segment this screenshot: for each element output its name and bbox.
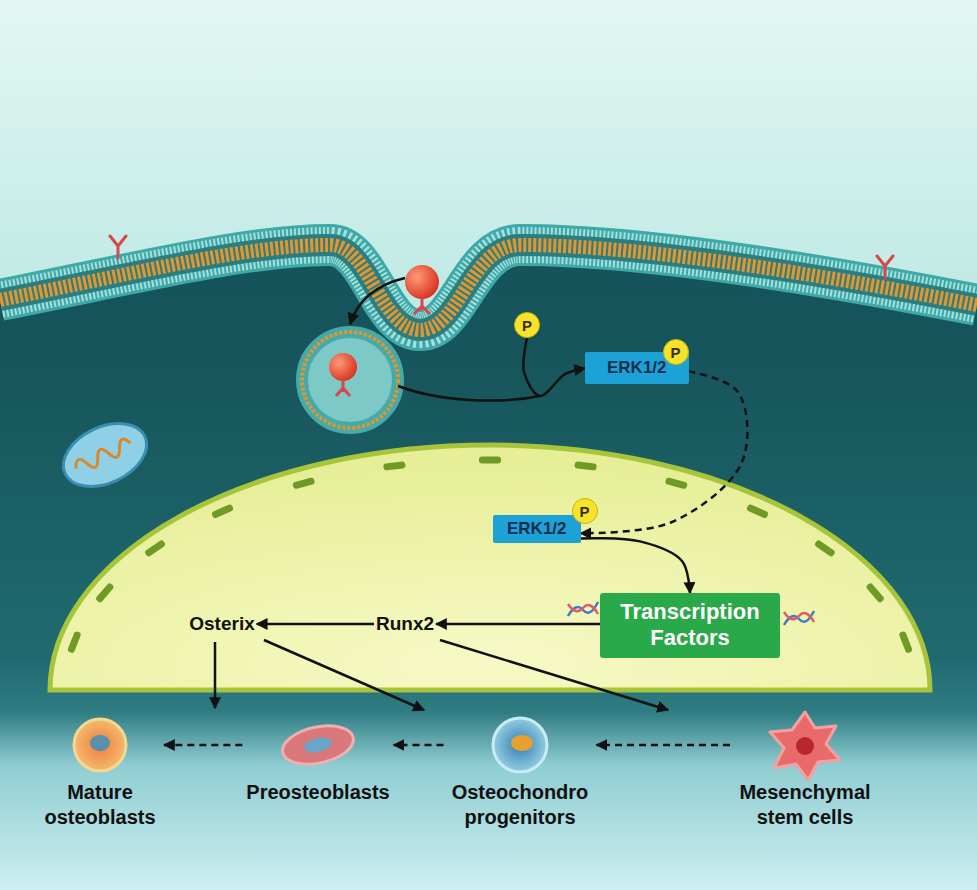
cell-nucleus [90,735,110,751]
node-text: Preosteoblasts [246,780,389,805]
phosphate-badge: P [572,498,598,524]
vesicle-layer [302,332,398,428]
dna-strand [784,612,814,622]
node-text: Mature osteoblasts [40,780,160,830]
ligand-symbol [336,381,350,396]
receptor-symbol [110,236,126,258]
node-text: Osterix [189,613,254,636]
membrane-outer [0,245,977,330]
transcription-box: Transcription Factors [600,593,780,658]
node-text: ERK1/2 [607,358,667,378]
nuclear-pore [95,582,115,603]
membrane-core [0,245,977,330]
nuclear-pore [865,582,885,603]
signal-arrow [523,338,585,396]
ligand-symbol [414,299,430,314]
preosteoblast-picture [279,720,357,770]
regulation-arrow [214,642,217,708]
nuclear-pore [746,504,769,519]
extracellular-space [0,0,977,330]
cell-nucleus [796,737,814,755]
nanoparticle-sphere [329,353,357,381]
membrane-heads [0,245,977,330]
nanoparticle [405,265,439,314]
cell-stage: Mesenchymal stem cells [730,712,880,830]
node-text: Transcription Factors [610,599,770,652]
gene-label: Runx2 [376,613,434,636]
cell-nucleus [303,735,333,755]
nuclear-pore [898,631,913,654]
cell-stage: Preosteoblasts [242,712,393,805]
gene-label: Osterix [189,613,254,636]
endosome [302,332,398,428]
mitochondrion-body [53,411,156,499]
regulation-arrow [264,640,424,710]
signal-arrow [257,623,374,626]
stem-cell-picture [770,712,840,780]
nuclear-pore [665,477,688,489]
progenitor-picture [493,718,547,772]
nucleus [50,445,930,690]
dna-strand [784,611,814,625]
osteoblast-picture [74,719,126,771]
signal-arrow [581,371,748,533]
node-text: P [522,317,532,334]
nuclear-pore [67,631,82,654]
nuclear-pores [67,457,913,654]
uptake-arrow [350,278,405,324]
dna-strand [568,604,598,614]
nanoparticle-sphere [405,265,439,299]
signal-arrow [436,623,600,626]
nuclear-pore [383,461,406,471]
signal-arrow [581,538,690,593]
cell-membrane [0,245,977,330]
vesicle [302,332,398,428]
mitochondrion [53,411,156,499]
dna-strand [568,602,598,616]
signal-arrow [597,744,731,747]
nuclear-pore [292,477,315,489]
cell-stage: Osteochondro progenitors [444,712,597,830]
nuclear-pore [479,457,501,464]
cell-nucleus [511,735,533,751]
node-text: Osteochondro progenitors [448,780,593,830]
membrane-tails [0,245,977,330]
cell-stage: Mature osteoblasts [36,712,164,830]
node-text: Mesenchymal stem cells [734,780,876,830]
nuclear-pore [211,504,234,519]
kinase-box: ERK1/2 [493,515,581,543]
signal-arrow [394,744,444,747]
nuclear-pore [144,539,166,557]
node-text: ERK1/2 [507,519,567,539]
nuclear-pore [814,539,836,557]
node-text: Runx2 [376,613,434,636]
cell-pictures [74,712,840,780]
signal-line [398,386,540,401]
signal-arrow [164,744,242,747]
phosphate-badge: P [514,312,540,338]
nuclear-pore [574,461,597,471]
node-text: P [671,344,681,361]
cristae [73,437,133,475]
phosphate-badge: P [663,339,689,365]
receptor-symbol [877,256,893,278]
receptors [110,236,893,278]
node-text: P [580,503,590,520]
